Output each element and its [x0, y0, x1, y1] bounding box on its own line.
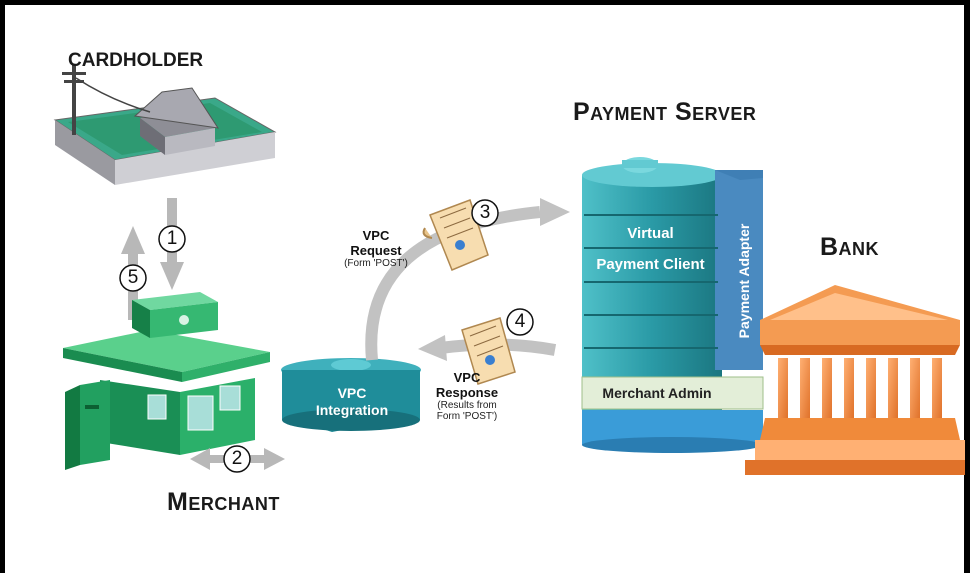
step-3-badge: [471, 199, 499, 227]
cardholder-label: CARDHOLDER: [68, 50, 204, 71]
virtual-label-line2: Payment Client: [596, 256, 705, 273]
virtual-label-line1: Virtual: [627, 225, 674, 242]
vpc-integration-block: [281, 358, 421, 432]
vpc-integration-line2: Integration: [315, 402, 389, 418]
cardholder-house: [53, 65, 277, 185]
response-note-line1: (Results from: [437, 400, 497, 411]
vpc-integration-line1: VPC: [337, 385, 367, 401]
step-5-badge: [119, 264, 147, 292]
request-note: (Form 'POST'): [344, 258, 408, 269]
response-note-line2: Form 'POST'): [436, 411, 498, 422]
step-2-badge: [223, 445, 251, 473]
request-line1: VPC: [362, 228, 390, 243]
response-caption: VPC Response (Results from Form 'POST'): [420, 370, 514, 422]
response-line2: Response: [435, 385, 499, 400]
payment-server-tower: [581, 157, 764, 453]
step-3-number: 3: [479, 202, 491, 223]
response-line1: VPC: [453, 370, 481, 385]
step-1-number: 1: [166, 228, 178, 249]
response-scroll-icon: [461, 317, 516, 385]
step-5-number: 5: [127, 267, 139, 288]
step-4-number: 4: [514, 311, 526, 332]
payment-adapter-label: Payment Adapter: [736, 223, 752, 339]
step-4-badge: [506, 308, 534, 336]
merchant-label: Merchant: [167, 488, 280, 516]
payment-server-label: Payment Server: [573, 98, 757, 126]
merchant-admin-label: Merchant Admin: [602, 385, 712, 401]
request-caption: VPC Request (Form 'POST'): [330, 228, 422, 269]
request-line2: Request: [350, 243, 402, 258]
step-1-badge: [158, 225, 186, 253]
bank-label: Bank: [820, 233, 880, 261]
bank-building: [745, 285, 965, 475]
step-2-number: 2: [231, 448, 243, 469]
merchant-store: [63, 292, 270, 470]
